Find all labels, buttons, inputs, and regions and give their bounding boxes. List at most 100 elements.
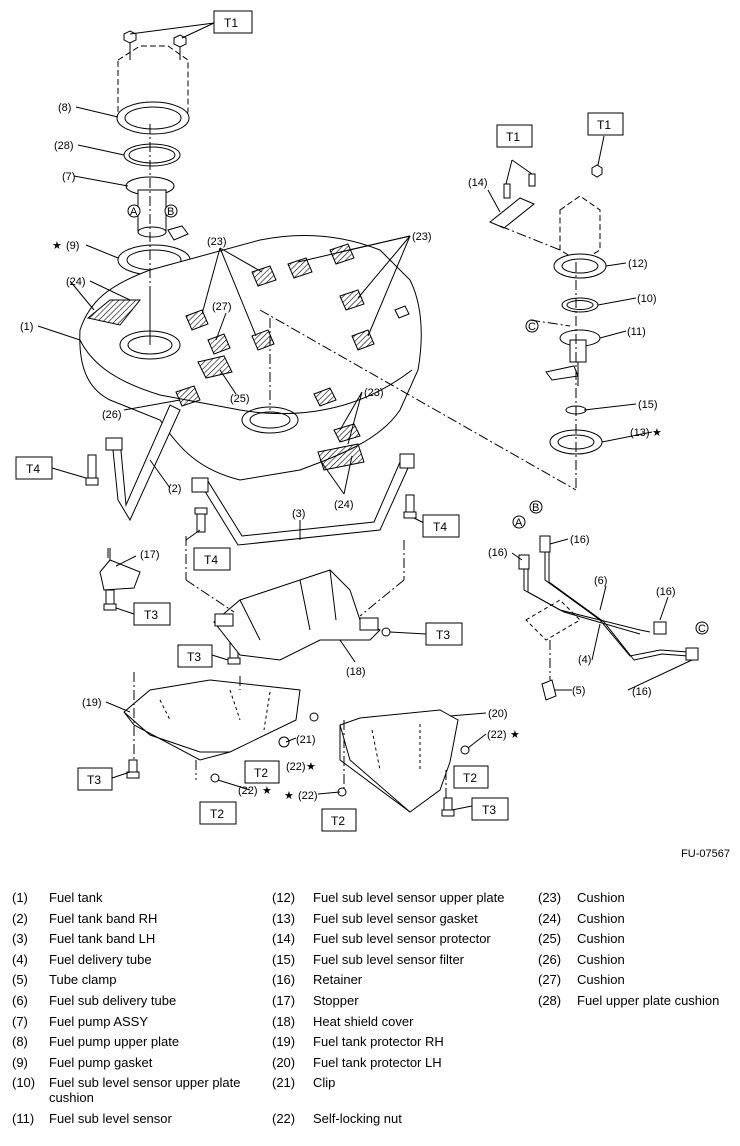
nut-icon (309, 712, 319, 722)
diagram-labels: T1 T1 T1 T2 T2 T2 T2 T3 T3 T3 T3 T3 T4 T… (20, 16, 706, 828)
callout-label: (11) (627, 326, 646, 338)
torque-label: T2 (331, 814, 345, 828)
connector-letter: A (130, 206, 138, 218)
connector-letter: A (515, 517, 523, 529)
torque-label: T4 (26, 462, 40, 476)
star-icon: ★ (652, 427, 662, 439)
connector-letter: C (698, 623, 706, 635)
callout-label: (3) (292, 508, 305, 520)
callout-label: (22) (298, 790, 318, 802)
connector-letter: B (167, 206, 174, 218)
fuel-sub-level-sensor (545, 329, 601, 386)
callout-label: (12) (628, 258, 648, 270)
legend-row: (1)Fuel tank (12, 890, 103, 905)
connector-b-marker (164, 204, 178, 218)
star-icon: ★ (262, 785, 272, 797)
callout-label: (24) (66, 276, 86, 288)
callout-label: (4) (578, 654, 591, 666)
connector-letter: B (532, 502, 539, 514)
torque-label: T3 (436, 628, 450, 642)
legend-row: (20)Fuel tank protector LH (272, 1054, 442, 1070)
legend-row: (17)Stopper (272, 992, 359, 1008)
star-icon: ★ (284, 790, 294, 802)
legend-row: (12)Fuel sub level sensor upper plate (272, 890, 505, 905)
bolt-icon (85, 454, 455, 817)
legend-row: (14)Fuel sub level sensor protector (272, 931, 491, 947)
nut-icon (381, 627, 391, 637)
legend-row: (13)Fuel sub level sensor gasket (272, 910, 478, 926)
callout-label: (16) (656, 586, 676, 598)
torque-label: T1 (506, 130, 520, 144)
callout-label: (15) (638, 399, 658, 411)
legend-row: (9)Fuel pump gasket (12, 1054, 153, 1070)
connector-a-marker (512, 515, 526, 529)
legend-row: (24)Cushion (538, 910, 625, 926)
callout-label: (22) (286, 761, 306, 773)
legend-row: (23)Cushion (538, 890, 625, 905)
fuel-sub-level-sensor-upper-plate (553, 164, 607, 279)
legend-column-2: (12)Fuel sub level sensor upper plate (1… (272, 890, 532, 1132)
legend-row: (8)Fuel pump upper plate (12, 1034, 180, 1050)
fuel-tank-protector-lh (339, 709, 459, 813)
fuel-tank-band-rh (105, 404, 181, 522)
legend-row: (3)Fuel tank band LH (12, 931, 156, 947)
stopper (99, 548, 141, 591)
legend-row: (2)Fuel tank band RH (12, 910, 158, 926)
exploded-parts-diagram: T1 T1 T1 T2 T2 T2 T2 T3 T3 T3 T3 T3 T4 T… (15, 10, 709, 832)
fuel-tank-band-lh (191, 453, 415, 546)
legend-column-3: (23)Cushion (24)Cushion (25)Cushion (26)… (538, 890, 738, 1014)
star-icon: ★ (306, 761, 316, 773)
callout-label: (13) (630, 427, 650, 439)
torque-label: T3 (87, 773, 101, 787)
legend-row: (11)Fuel sub level sensor (12, 1111, 172, 1127)
fuel-tank-protector-rh (123, 679, 301, 761)
callout-label: (14) (468, 177, 488, 189)
fuel-tank (79, 234, 422, 481)
torque-label: T4 (204, 553, 218, 567)
star-icon: ★ (52, 240, 62, 252)
legend-column-1: (1)Fuel tank (2)Fuel tank band RH (3)Fue… (12, 890, 267, 1132)
legend-row: (27)Cushion (538, 972, 625, 988)
callout-label: (2) (168, 483, 181, 495)
callout-label: (26) (102, 409, 122, 421)
callout-label: (27) (212, 301, 232, 313)
callout-label: (20) (488, 708, 508, 720)
fuel-upper-plate-cushion (123, 143, 181, 167)
callout-label: (18) (346, 666, 366, 678)
connector-c-marker (695, 621, 709, 635)
torque-label: T3 (482, 803, 496, 817)
callout-label: (21) (296, 734, 316, 746)
callout-label: (10) (637, 293, 657, 305)
legend-row: (25)Cushion (538, 931, 625, 947)
callout-label: (8) (58, 102, 71, 114)
parts-legend: (1)Fuel tank (2)Fuel tank band RH (3)Fue… (0, 890, 740, 1140)
torque-label: T4 (433, 520, 447, 534)
torque-label: T2 (463, 771, 477, 785)
connector-letter: C (528, 321, 536, 333)
callout-label: (23) (412, 231, 432, 243)
legend-row: (5)Tube clamp (12, 972, 117, 988)
nut-icon (210, 773, 220, 783)
fuel-delivery-tubes (518, 535, 699, 701)
cushion-pads (86, 243, 375, 471)
callout-label: (16) (488, 547, 508, 559)
star-icon: ★ (510, 729, 520, 741)
fuel-sub-level-sensor-upper-plate-cushion (561, 297, 599, 313)
torque-label: T3 (187, 650, 201, 664)
legend-row: (28)Fuel upper plate cushion (538, 992, 720, 1008)
callout-label: (23) (207, 236, 227, 248)
torque-label: T2 (210, 807, 224, 821)
callout-label: (16) (632, 686, 652, 698)
legend-row: (7)Fuel pump ASSY (12, 1013, 148, 1029)
connector-a-marker (127, 204, 141, 218)
legend-row: (4)Fuel delivery tube (12, 951, 152, 967)
assembly-guide-lines (107, 124, 577, 798)
callout-label: (9) (66, 240, 79, 252)
legend-row: (15)Fuel sub level sensor filter (272, 951, 465, 967)
callout-label: (25) (230, 393, 250, 405)
callout-label: (5) (572, 685, 585, 697)
fuel-pump-upper-plate (116, 40, 190, 135)
fuel-sub-level-sensor-protector (489, 173, 536, 229)
callout-label: (22) (238, 785, 258, 797)
legend-row: (10)Fuel sub level sensor upper plate cu… (12, 1075, 241, 1106)
